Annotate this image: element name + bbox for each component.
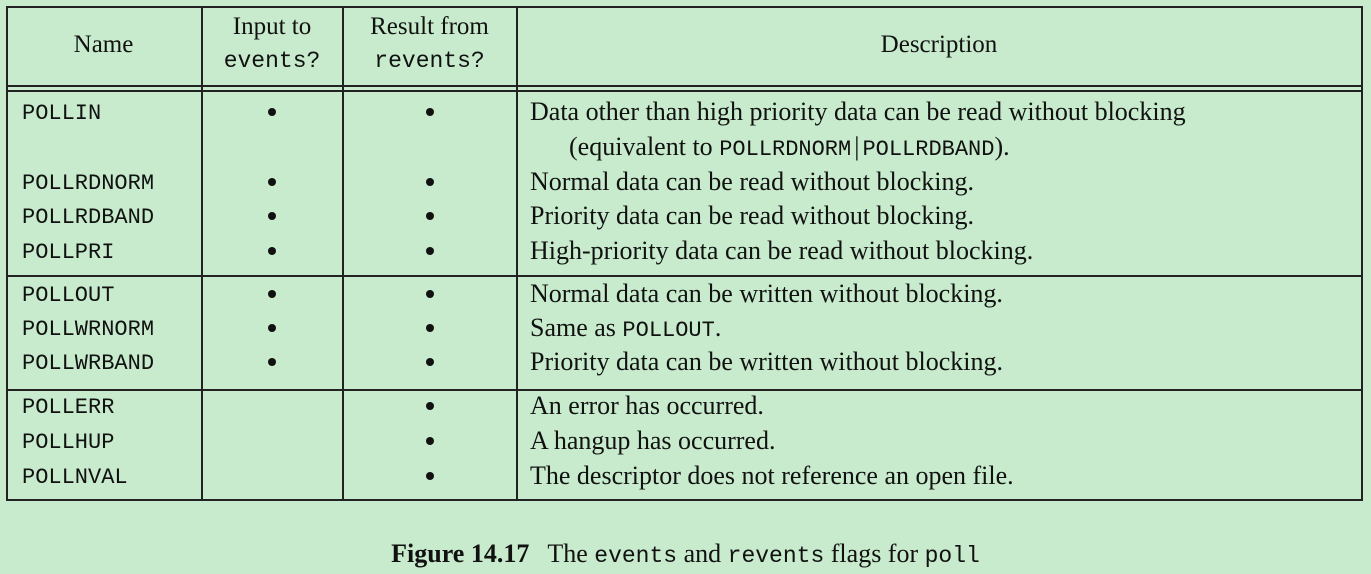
desc-pollerr: An error has occurred.: [530, 391, 764, 420]
input-dot-pollout: [268, 290, 276, 298]
desc-pollin-line2-pre: (equivalent to: [569, 132, 720, 161]
result-dot-pollrdband: [426, 212, 434, 220]
desc-pollpri: High-priority data can be read without b…: [530, 236, 1034, 265]
caption-code-revents: revents: [727, 543, 825, 569]
header-result-line2: revents?: [374, 48, 485, 74]
group-rule-2: [6, 389, 1363, 391]
caption-code-events: events: [594, 543, 678, 569]
caption-text-mid2: flags for: [824, 539, 925, 568]
desc-pollhup: A hangup has occurred.: [530, 426, 776, 455]
desc-pollin-code-rdnorm: POLLRDNORM: [719, 137, 852, 162]
col-line-4: [1361, 6, 1363, 501]
flag-pollout: POLLOUT: [22, 283, 115, 308]
desc-pollin-line2-post: ).: [994, 132, 1010, 161]
col-line-1: [201, 6, 203, 501]
desc-pollin-line2: (equivalent to POLLRDNORM|POLLRDBAND).: [569, 130, 1010, 167]
col-line-0: [6, 6, 8, 501]
input-dot-pollrdnorm: [268, 178, 276, 186]
desc-pollin: Data other than high priority data can b…: [530, 97, 1186, 126]
header-rule-2: [6, 90, 1363, 92]
input-dot-pollpri: [268, 247, 276, 255]
header-description: Description: [880, 31, 998, 58]
caption-text-pre: The: [547, 539, 595, 568]
header-result: Result from revents?: [343, 9, 516, 79]
input-dot-pollwrband: [268, 358, 276, 366]
desc-pollwrnorm: Same as POLLOUT.: [530, 311, 721, 348]
result-dot-pollnval: [426, 472, 434, 480]
result-dot-pollpri: [426, 247, 434, 255]
figure-caption: Figure 14.17 The events and revents flags…: [0, 537, 1371, 573]
result-dot-pollout: [426, 290, 434, 298]
caption-code-poll: poll: [924, 543, 980, 569]
input-dot-pollin: [268, 108, 276, 116]
flag-pollerr: POLLERR: [22, 395, 115, 420]
result-dot-pollhup: [426, 437, 434, 445]
desc-pollin-separator: |: [854, 132, 860, 161]
desc-pollout: Normal data can be written without block…: [530, 279, 1003, 308]
poll-flags-table: Name Input to events? Result from revent…: [6, 6, 1363, 501]
desc-pollwrnorm-post: .: [714, 313, 722, 342]
header-name: Name: [73, 31, 134, 58]
flag-pollwrnorm: POLLWRNORM: [22, 317, 155, 342]
desc-pollnval: The descriptor does not reference an ope…: [530, 461, 1014, 490]
result-dot-pollin: [426, 108, 434, 116]
result-dot-pollerr: [426, 402, 434, 410]
result-dot-pollwrband: [426, 358, 434, 366]
result-dot-pollrdnorm: [426, 178, 434, 186]
flag-pollrdnorm: POLLRDNORM: [22, 171, 155, 196]
input-dot-pollrdband: [268, 212, 276, 220]
header-input-line1: Input to: [232, 13, 312, 40]
figure-label: Figure 14.17: [391, 539, 530, 568]
flag-pollpri: POLLPRI: [22, 240, 115, 265]
flag-pollwrband: POLLWRBAND: [22, 351, 155, 376]
header-rule-1: [6, 85, 1363, 87]
desc-pollwrnorm-code: POLLOUT: [622, 318, 715, 343]
flag-pollrdband: POLLRDBAND: [22, 205, 155, 230]
desc-pollrdnorm: Normal data can be read without blocking…: [530, 167, 975, 196]
input-dot-pollwrnorm: [268, 324, 276, 332]
group-rule-1: [6, 275, 1363, 277]
col-line-3: [516, 6, 518, 501]
table-top-border: [6, 6, 1363, 8]
header-input: Input to events?: [202, 9, 342, 79]
desc-pollwrnorm-pre: Same as: [530, 313, 623, 342]
desc-pollwrband: Priority data can be written without blo…: [530, 347, 1003, 376]
caption-text-mid: and: [677, 539, 728, 568]
desc-pollrdband: Priority data can be read without blocki…: [530, 201, 975, 230]
col-line-2: [342, 6, 344, 501]
desc-pollin-code-rdband: POLLRDBAND: [862, 137, 995, 162]
table-bottom-border: [6, 499, 1363, 501]
flag-pollin: POLLIN: [22, 101, 102, 126]
flag-pollhup: POLLHUP: [22, 430, 115, 455]
header-input-line2: events?: [223, 48, 321, 74]
flag-pollnval: POLLNVAL: [22, 465, 128, 490]
result-dot-pollwrnorm: [426, 324, 434, 332]
header-result-line1: Result from: [370, 13, 489, 40]
